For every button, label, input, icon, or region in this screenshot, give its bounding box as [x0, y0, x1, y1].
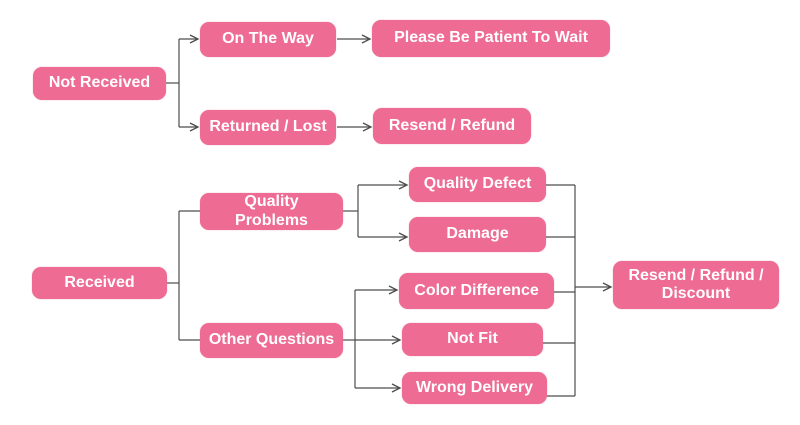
flow-node-other-questions: Other Questions	[200, 323, 343, 358]
flow-node-label: Quality Problems	[235, 193, 308, 229]
flow-node-resend-refund-discount: Resend / Refund / Discount	[613, 261, 779, 309]
flow-node-label: Not Fit	[447, 330, 498, 348]
flow-node-label: Resend / Refund / Discount	[628, 266, 764, 302]
flow-node-label: Wrong Delivery	[415, 378, 534, 396]
flow-node-label: Returned / Lost	[209, 118, 327, 136]
flow-node-please-be-patient: Please Be Patient To Wait	[372, 20, 610, 57]
flow-node-color-difference: Color Difference	[399, 273, 554, 309]
flow-node-label: Not Received	[48, 74, 151, 92]
flow-node-not-received: Not Received	[33, 67, 166, 100]
flow-node-quality-problems: Quality Problems	[200, 193, 343, 230]
flow-node-label: On The Way	[222, 30, 314, 48]
flow-node-damage: Damage	[409, 217, 546, 252]
flow-node-label: Received	[64, 273, 135, 291]
flow-node-resend-refund: Resend / Refund	[373, 108, 531, 144]
flow-node-wrong-delivery: Wrong Delivery	[402, 372, 547, 404]
flow-node-returned-lost: Returned / Lost	[200, 110, 336, 145]
flow-node-label: Color Difference	[414, 281, 539, 299]
flow-node-label: Damage	[446, 225, 509, 243]
flow-node-received: Received	[32, 267, 167, 299]
flow-node-label: Other Questions	[208, 331, 335, 349]
flow-node-quality-defect: Quality Defect	[409, 167, 546, 202]
flow-node-label: Resend / Refund	[388, 116, 516, 134]
flow-node-label: Quality Defect	[423, 175, 532, 193]
flow-node-label: Please Be Patient To Wait	[394, 29, 588, 47]
flow-node-on-the-way: On The Way	[200, 22, 336, 57]
flow-node-not-fit: Not Fit	[402, 323, 543, 356]
